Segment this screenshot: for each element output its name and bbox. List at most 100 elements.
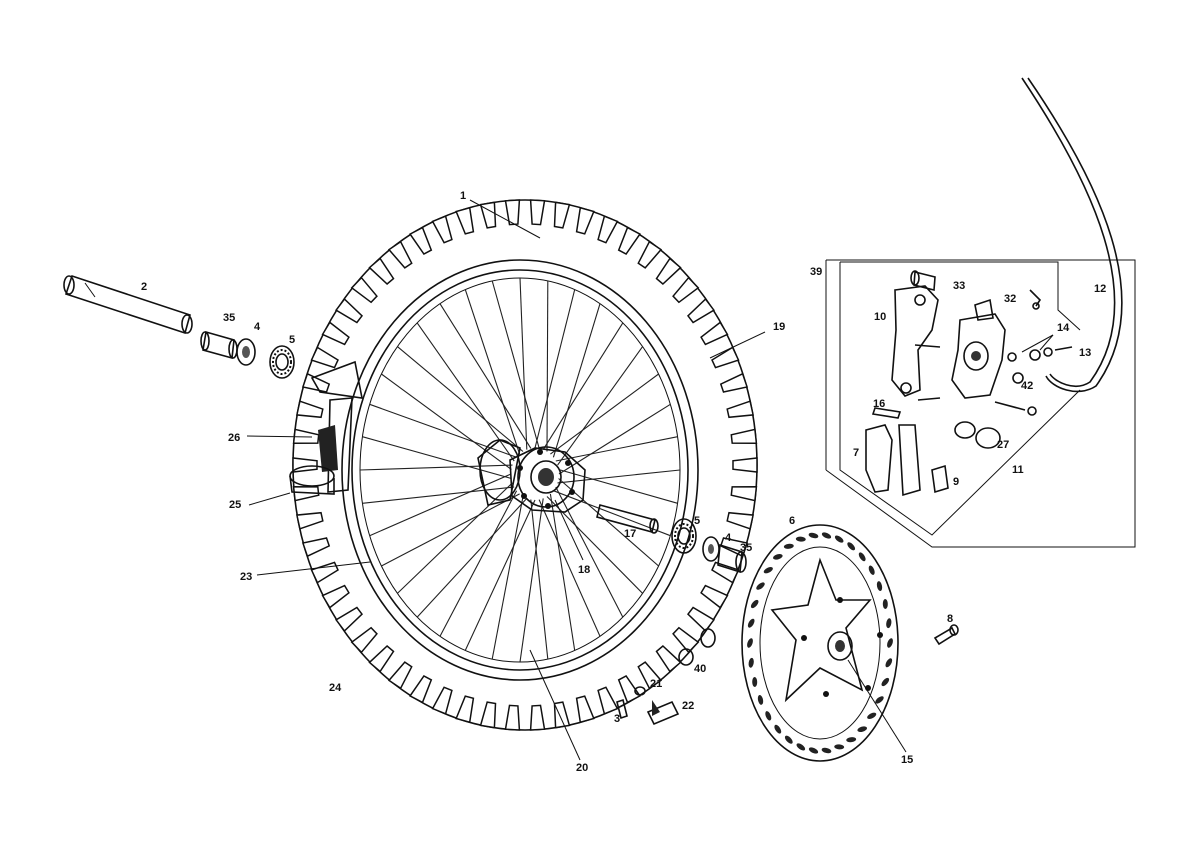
callout-5-right: 5 — [694, 515, 700, 527]
disc-bolt — [933, 624, 959, 646]
spoke — [397, 346, 524, 452]
disc-cooling-slot — [885, 658, 893, 668]
spoke — [369, 403, 517, 458]
spoke — [439, 303, 532, 449]
tread-block — [455, 206, 475, 235]
tread-block — [301, 537, 331, 558]
disc-cooling-slot — [875, 696, 884, 704]
spoke — [542, 322, 624, 450]
disc-cooling-slot — [847, 542, 856, 551]
tread-block — [672, 276, 700, 304]
disc-cooling-slot — [867, 712, 877, 720]
tread-block — [617, 226, 642, 255]
spoke — [530, 499, 549, 660]
tread-block — [408, 675, 433, 704]
disc-cooling-slot — [765, 711, 772, 721]
spoke — [555, 436, 678, 462]
caliper-pins — [914, 289, 1073, 416]
spoke — [491, 280, 540, 449]
callout-14: 14 — [1057, 322, 1070, 334]
tread-block — [529, 199, 546, 226]
tread-block — [726, 511, 755, 530]
tread-block — [655, 257, 682, 286]
spoke — [552, 303, 601, 458]
spoke — [557, 469, 681, 484]
disc-cooling-slot — [857, 726, 868, 733]
disc-cooling-slot — [821, 532, 832, 539]
tread-block — [350, 626, 378, 654]
tread-block — [295, 400, 324, 419]
disc-cooling-slot — [882, 599, 888, 609]
spacer-left — [200, 330, 238, 360]
spoke — [464, 499, 536, 651]
callout-40: 40 — [694, 663, 706, 675]
callout-6: 6 — [789, 515, 795, 527]
spoke — [491, 496, 524, 660]
tread-block — [730, 485, 758, 502]
disc-cooling-slot — [756, 582, 765, 590]
disc-cooling-slot — [821, 747, 832, 754]
disc-cooling-slot — [796, 743, 806, 751]
tread-block — [700, 584, 729, 609]
tread-block — [387, 661, 413, 690]
bearing-left — [269, 345, 295, 379]
callout-33: 33 — [953, 280, 965, 292]
tread-block — [310, 346, 339, 369]
callout-27: 27 — [997, 439, 1009, 451]
caliper-body — [951, 298, 1006, 399]
tread-block — [368, 644, 395, 673]
disc-cooling-slot — [752, 677, 758, 687]
callout-2: 2 — [141, 281, 147, 293]
callout-7: 7 — [853, 447, 859, 459]
tread-block — [368, 257, 395, 286]
tread-block — [730, 428, 758, 445]
tread-block — [408, 226, 433, 255]
tread-block — [597, 215, 619, 244]
spoke — [439, 490, 518, 637]
callout-35-left: 35 — [223, 312, 235, 324]
spoke — [362, 436, 512, 480]
disc-cooling-slot — [876, 581, 883, 592]
tread-block — [711, 346, 740, 369]
spoke — [549, 493, 576, 651]
tread-block — [700, 321, 729, 346]
callout-4-right: 4 — [725, 532, 732, 544]
tire — [292, 199, 758, 731]
disc-cooling-slot — [808, 747, 819, 754]
disc-cooling-slot — [774, 724, 782, 734]
disc-cooling-slot — [808, 532, 819, 539]
callout-25: 25 — [229, 499, 241, 511]
spoke — [538, 499, 601, 637]
callout-42: 42 — [1021, 380, 1033, 392]
tread-block — [686, 297, 716, 324]
callout-35-right: 35 — [740, 542, 752, 554]
disc-cooling-slot — [757, 694, 764, 705]
disc-cooling-slot — [747, 618, 755, 628]
disc-cooling-slot — [763, 566, 773, 574]
tread-block — [292, 457, 318, 473]
tread-block — [553, 201, 571, 229]
callout-20: 20 — [576, 762, 588, 774]
tread-block — [686, 606, 716, 633]
callout-16: 16 — [873, 398, 885, 410]
tread-block — [431, 215, 453, 244]
callout-23: 23 — [240, 571, 252, 583]
tread-block — [321, 321, 350, 346]
caliper-assembly-box — [825, 259, 1136, 548]
front-axle — [63, 274, 193, 335]
fork-guard — [289, 360, 363, 495]
callout-22: 22 — [682, 700, 694, 712]
disc-cooling-slot — [772, 553, 783, 560]
spoke — [416, 498, 528, 618]
callout-24: 24 — [329, 682, 342, 694]
callout-19: 19 — [773, 321, 785, 333]
tread-block — [321, 584, 350, 609]
callout-12: 12 — [1094, 283, 1106, 295]
spoke — [534, 289, 576, 449]
callout-8: 8 — [947, 613, 953, 625]
disc-cooling-slot — [887, 638, 893, 648]
disc-cooling-slot — [881, 677, 890, 687]
brake-hose — [1021, 77, 1123, 393]
spoke — [362, 486, 515, 504]
